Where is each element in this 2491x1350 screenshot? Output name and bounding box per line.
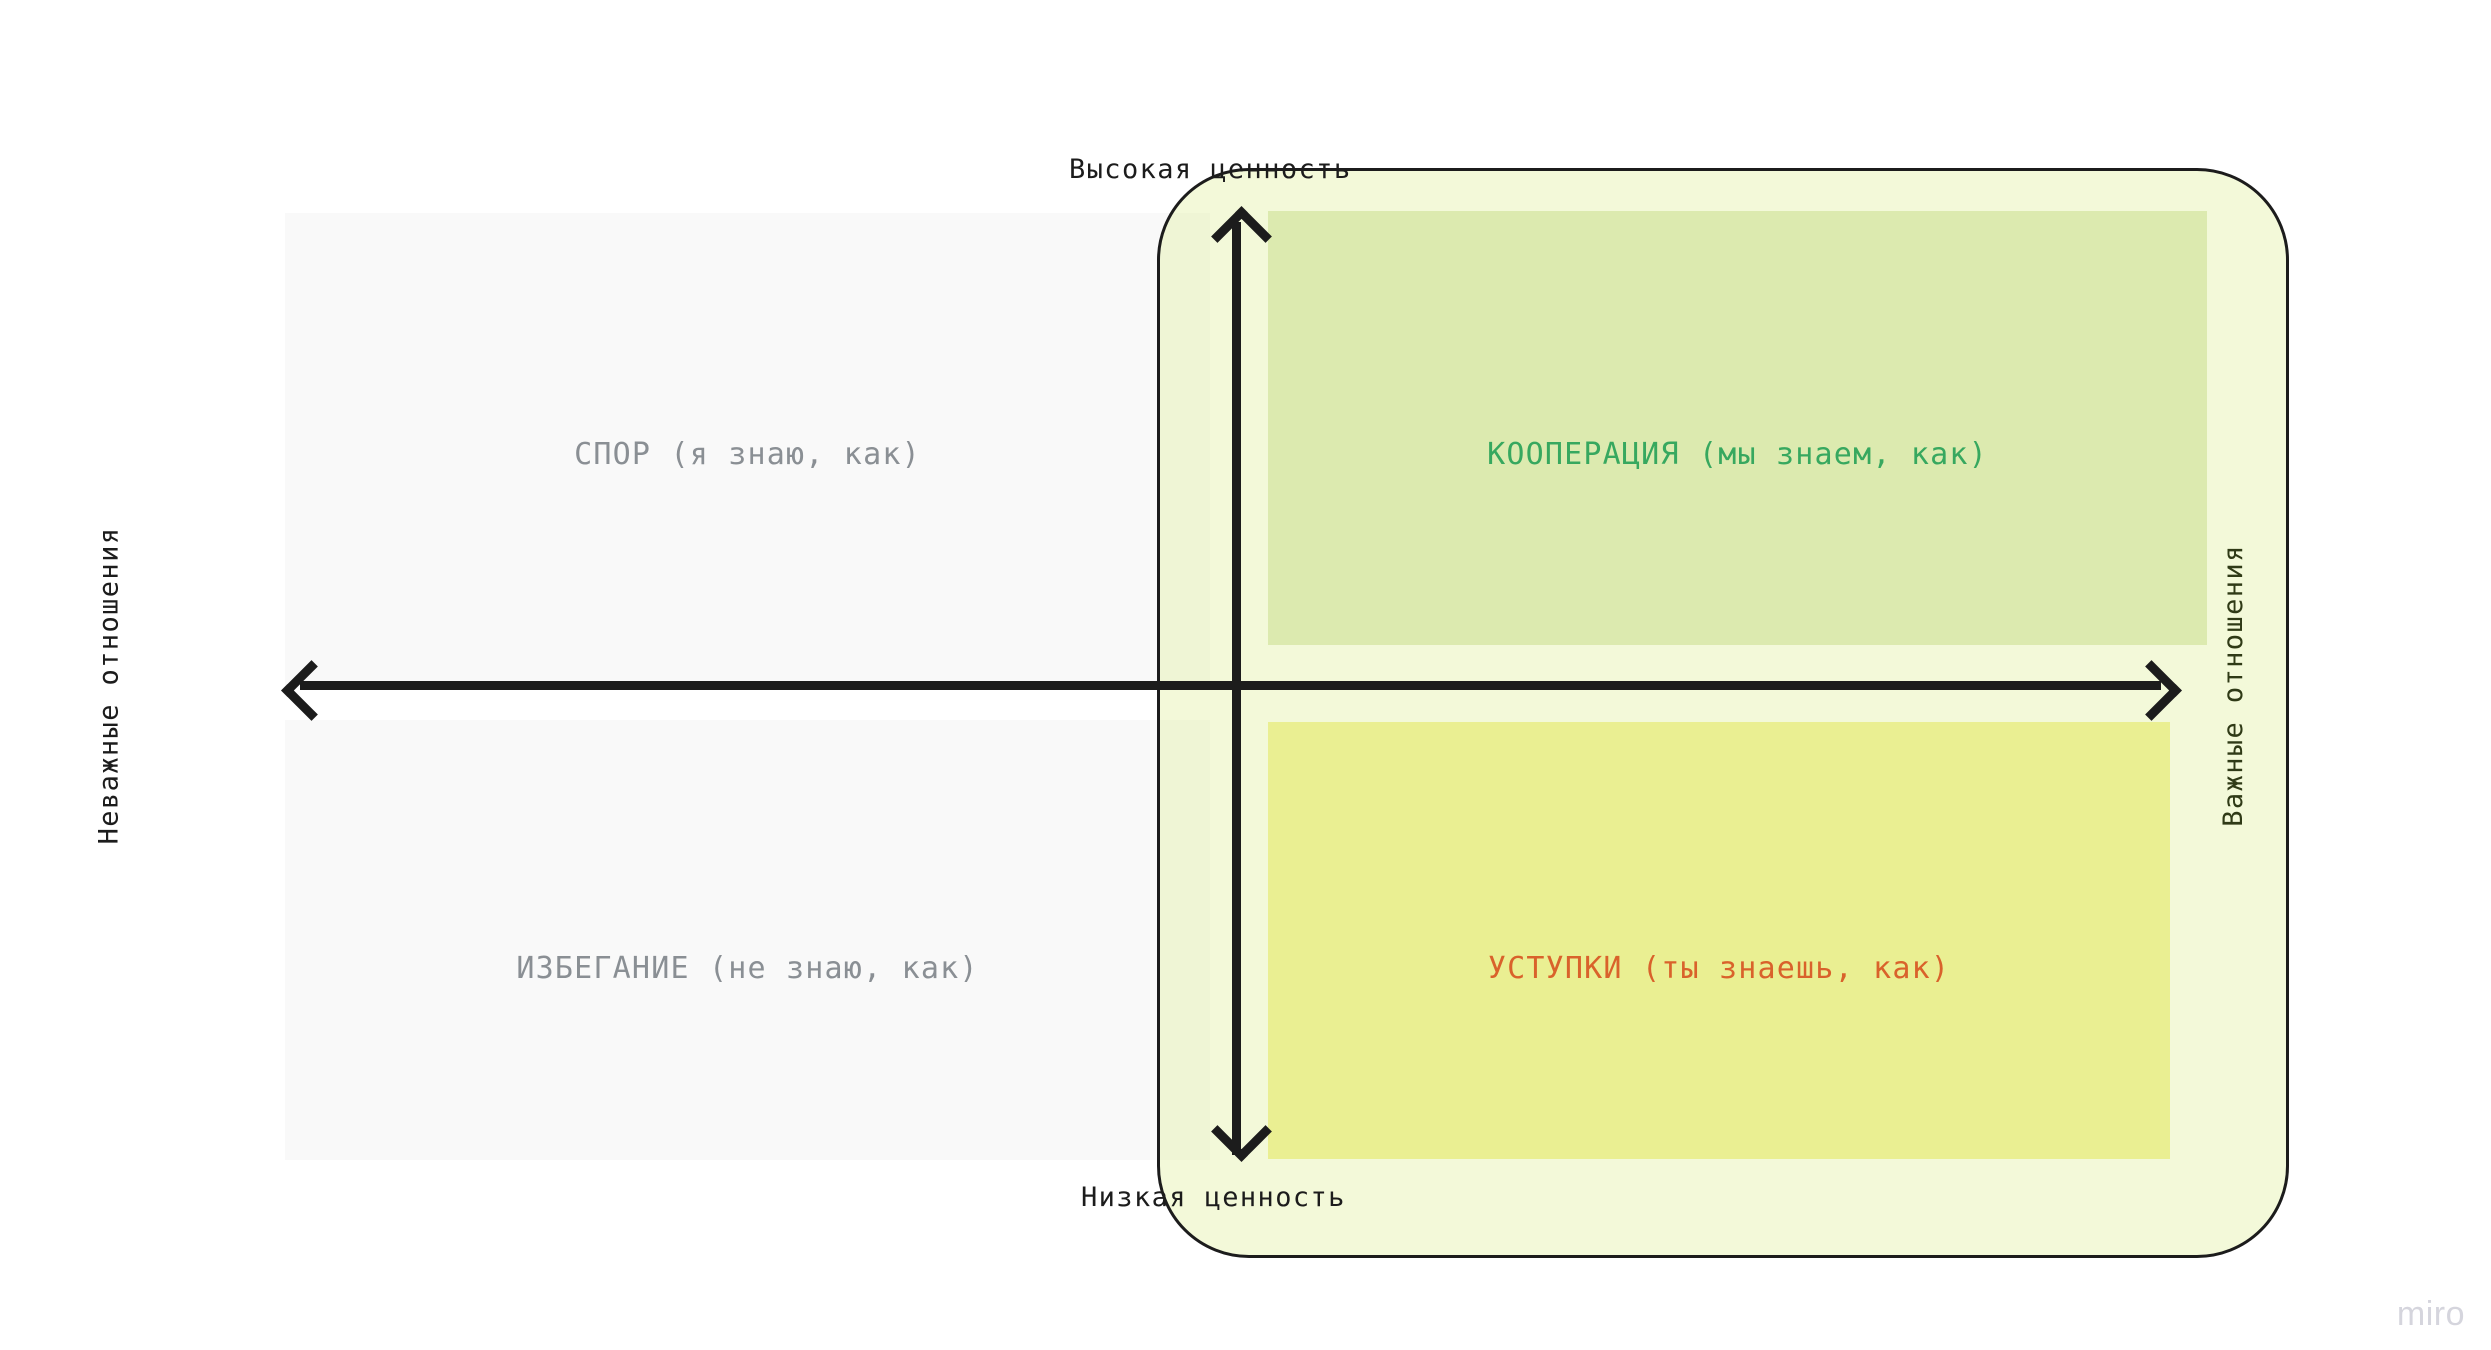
horizontal-axis-line bbox=[300, 681, 2161, 690]
quadrant-label-top-left: СПОР (я знаю, как) bbox=[574, 437, 921, 472]
arrow-down-icon bbox=[1211, 1101, 1272, 1162]
quadrant-bottom-right[interactable] bbox=[1268, 722, 2170, 1159]
quadrant-label-bottom-left: ИЗБЕГАНИЕ (не знаю, как) bbox=[516, 951, 979, 986]
quadrant-bottom-left[interactable] bbox=[285, 720, 1210, 1160]
quadrant-top-right[interactable] bbox=[1268, 211, 2207, 645]
axis-caption-low-value: Низкая ценность bbox=[1081, 1182, 1346, 1213]
axis-caption-high-value: Высокая ценность bbox=[1069, 154, 1352, 185]
arrow-up-icon bbox=[1211, 206, 1272, 267]
quadrant-label-top-right: КООПЕРАЦИЯ (мы знаем, как) bbox=[1487, 437, 1988, 472]
miro-watermark: miro bbox=[2396, 1295, 2465, 1333]
quadrant-top-left[interactable] bbox=[285, 213, 1210, 685]
quadrant-label-bottom-right: УСТУПКИ (ты знаешь, как) bbox=[1487, 951, 1951, 986]
arrow-right-icon bbox=[2121, 660, 2182, 721]
axis-caption-important-relationships: Важные отношения bbox=[2217, 544, 2249, 827]
vertical-axis-line bbox=[1232, 222, 1241, 1155]
axis-caption-unimportant-relationships: Неважные отношения bbox=[93, 526, 125, 845]
